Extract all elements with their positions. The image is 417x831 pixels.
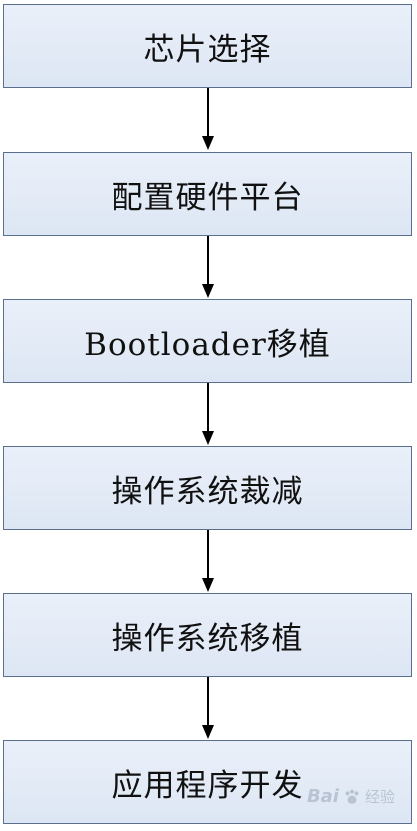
flow-arrow	[201, 530, 215, 592]
step-bootloader-porting: Bootloader移植	[3, 299, 412, 383]
step-label: 操作系统裁减	[111, 473, 304, 510]
step-label: 操作系统移植	[111, 620, 304, 657]
step-hardware-config: 配置硬件平台	[3, 152, 412, 236]
step-chip-selection: 芯片选择	[3, 4, 412, 88]
step-label: Bootloader移植	[84, 326, 331, 363]
flow-arrow	[201, 236, 215, 298]
step-os-trimming: 操作系统裁减	[3, 446, 412, 530]
flow-arrow	[201, 677, 215, 739]
step-os-porting: 操作系统移植	[3, 593, 412, 677]
flow-arrow	[201, 383, 215, 445]
step-label: 应用程序开发	[111, 767, 304, 804]
step-label: 芯片选择	[143, 31, 272, 68]
flow-arrow	[201, 88, 215, 150]
step-app-development: 应用程序开发	[3, 740, 412, 824]
step-label: 配置硬件平台	[111, 179, 304, 216]
